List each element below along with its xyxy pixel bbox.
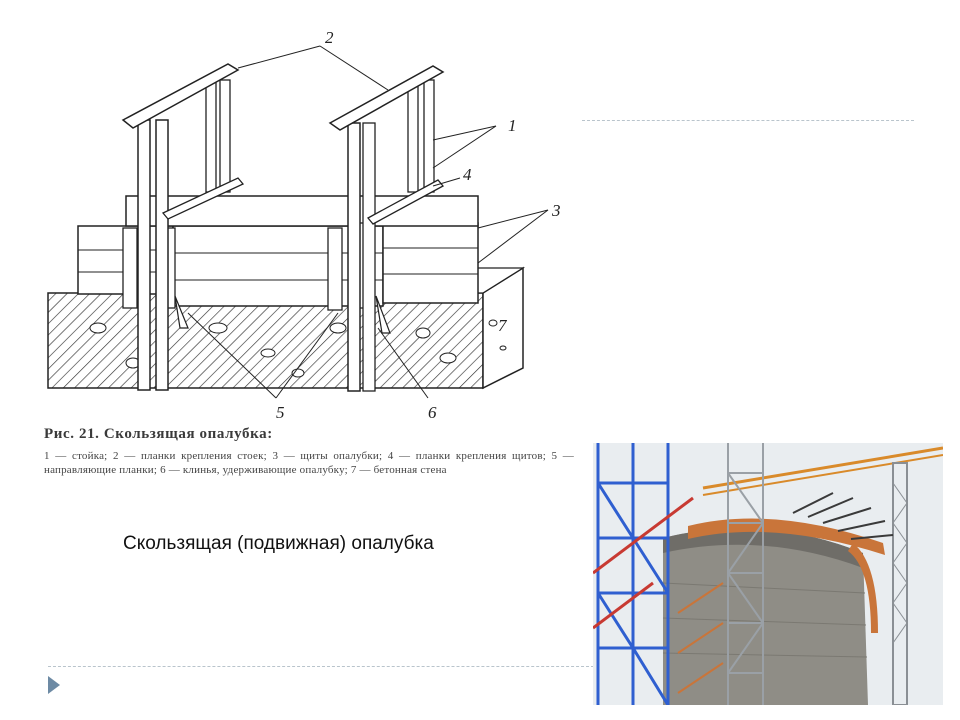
bullet-arrow-icon xyxy=(48,676,60,694)
slipform-photo xyxy=(593,443,943,705)
divider-top xyxy=(582,120,914,121)
figure-caption: Рис. 21. Скользящая опалубка: 1 — стойка… xyxy=(44,426,574,477)
concrete-wall-front xyxy=(47,292,484,389)
slipform-photo-svg xyxy=(593,443,943,705)
callout-6: 6 xyxy=(428,403,437,422)
formwork-drawing-svg: 2 1 4 3 7 5 6 xyxy=(47,28,561,422)
callout-2: 2 xyxy=(325,28,334,47)
rack-left-front xyxy=(137,119,151,391)
rack-right-front xyxy=(347,122,361,392)
formwork-drawing: 2 1 4 3 7 5 6 xyxy=(38,28,578,503)
divider-bottom xyxy=(48,666,594,667)
slide-caption: Скользящая (подвижная) опалубка xyxy=(123,533,434,554)
callout-7: 7 xyxy=(498,316,508,335)
callout-1: 1 xyxy=(508,116,517,135)
figure-legend: 1 — стойка; 2 — планки крепления стоек; … xyxy=(44,450,574,476)
figure-title: Рис. 21. Скользящая опалубка: xyxy=(44,426,273,442)
formwork-panel-right xyxy=(382,222,479,304)
callout-5: 5 xyxy=(276,403,285,422)
callout-3: 3 xyxy=(551,201,561,220)
callout-4: 4 xyxy=(463,165,472,184)
